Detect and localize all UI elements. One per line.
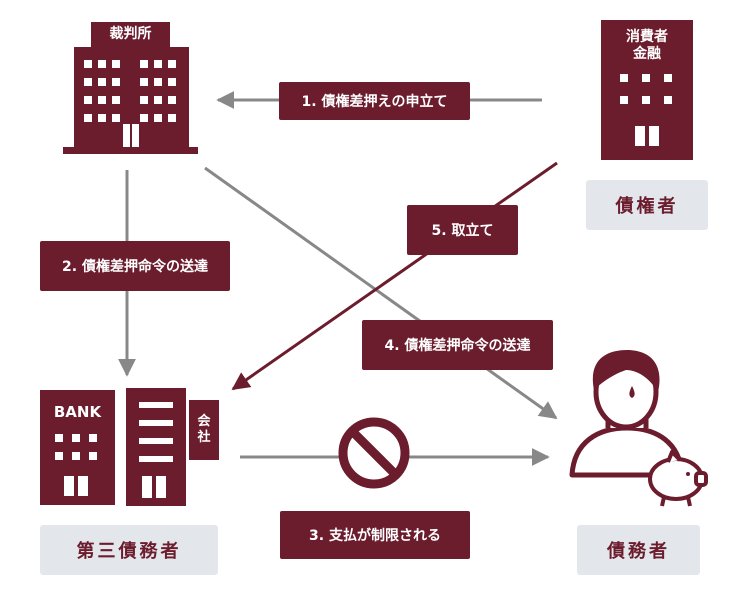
bank-building-icon xyxy=(40,390,115,505)
step1-label: 1. 債権差押えの申立て xyxy=(279,82,470,120)
arrow-step5 xyxy=(231,161,558,391)
step3-label: 3. 支払が制限される xyxy=(280,511,470,559)
debtor-label: 債務者 xyxy=(577,525,700,575)
creditor-label: 債権者 xyxy=(586,180,708,230)
third-party-debtor-label: 第三債務者 xyxy=(40,525,218,575)
court-sign: 裁判所 xyxy=(109,25,152,42)
company-building-icon xyxy=(126,388,219,506)
company-sign: 会 社 xyxy=(197,413,211,445)
step4-label: 4. 債権差押命令の送達 xyxy=(362,320,553,370)
person-icon xyxy=(569,350,685,478)
piggy-bank-icon xyxy=(648,450,708,507)
step2-label: 2. 債権差押命令の送達 xyxy=(40,241,230,291)
consumer-finance-sign: 消費者 金融 xyxy=(626,28,668,63)
court-building-icon xyxy=(63,22,198,154)
arrow-step4 xyxy=(204,166,558,420)
prohibited-icon xyxy=(338,417,410,489)
step5-label: 5. 取立て xyxy=(407,205,518,255)
consumer-finance-building-icon xyxy=(601,20,693,160)
bank-sign: BANK xyxy=(53,402,102,421)
